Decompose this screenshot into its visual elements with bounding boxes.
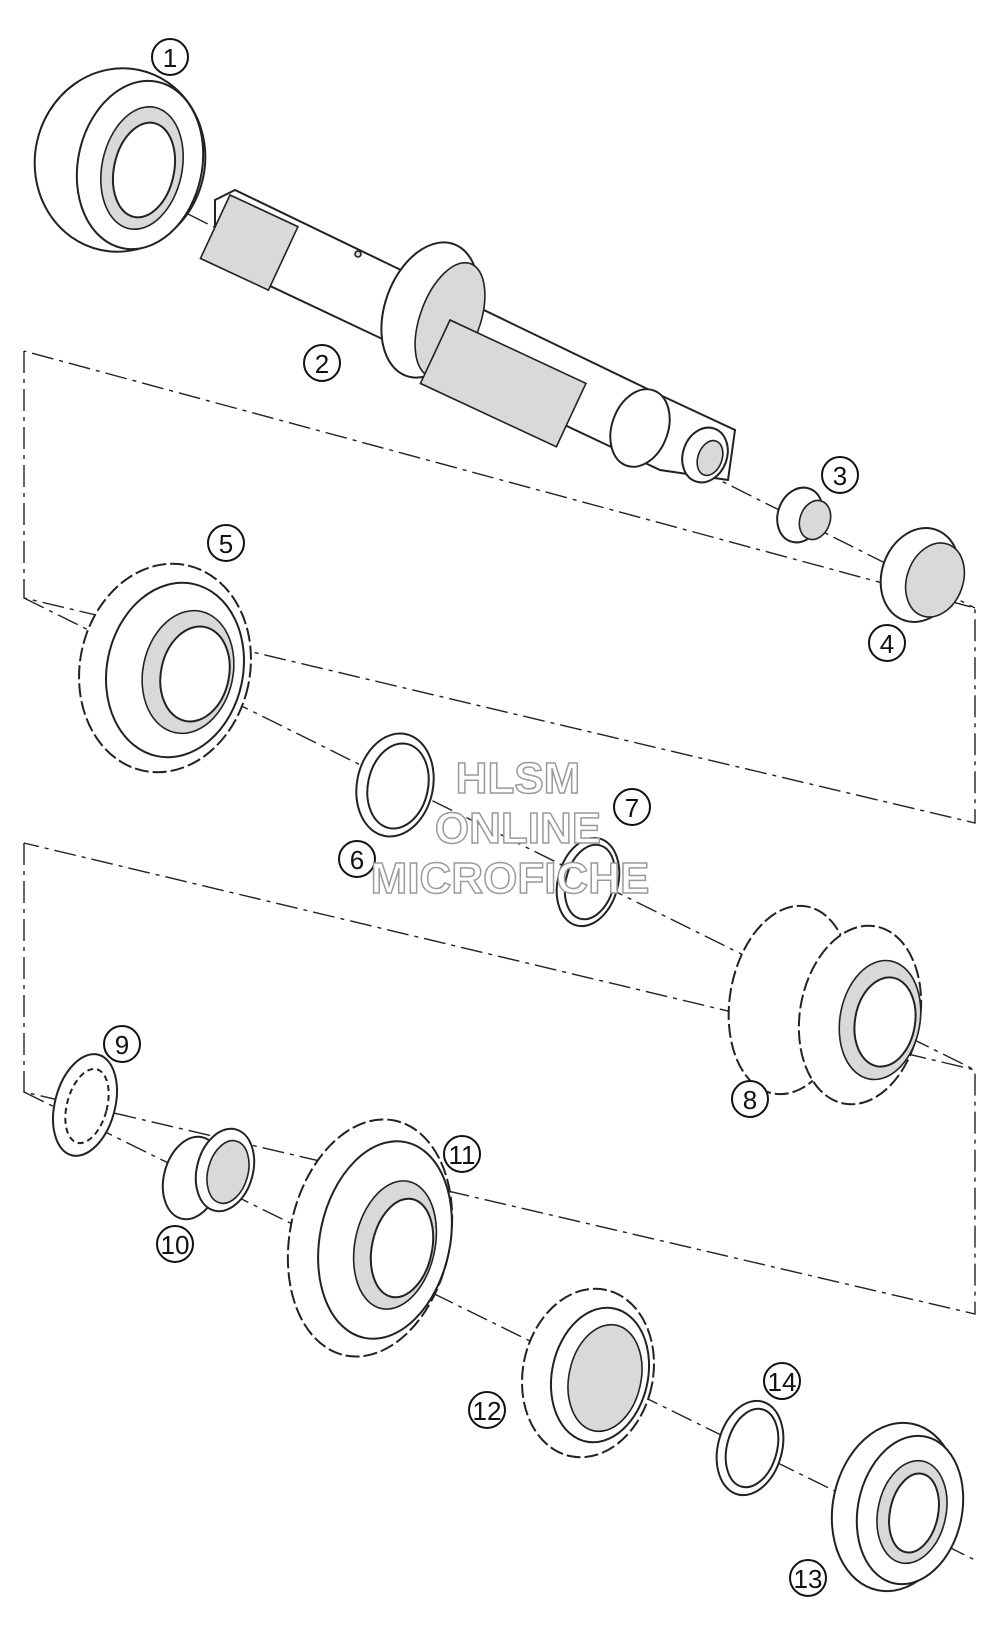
callout-14[interactable]: 14	[763, 1362, 801, 1400]
gear-11[interactable]	[267, 1104, 473, 1372]
callout-label-8: 8	[743, 1085, 757, 1115]
watermark-line-1: HLSM	[456, 754, 581, 803]
watermark-line-3: MICROFICHE	[371, 854, 650, 903]
callout-4[interactable]: 4	[868, 624, 906, 662]
callout-13[interactable]: 13	[789, 1559, 827, 1597]
callout-7[interactable]: 7	[613, 788, 651, 826]
callout-8[interactable]: 8	[731, 1080, 769, 1118]
callout-12[interactable]: 12	[468, 1391, 506, 1429]
watermark-line-2: ONLINE	[435, 804, 601, 853]
main-shaft-2[interactable]	[199, 188, 737, 489]
bushing-4[interactable]	[868, 517, 974, 633]
callout-label-9: 9	[115, 1030, 129, 1060]
lower-assembly-frame	[23, 842, 976, 1315]
washer-6[interactable]	[347, 726, 443, 844]
watermark: HLSM ONLINE MICROFICHE	[370, 753, 650, 904]
callout-label-14: 14	[768, 1367, 797, 1397]
callout-10[interactable]: 10	[156, 1225, 194, 1263]
callout-label-4: 4	[880, 629, 894, 659]
callout-label-6: 6	[350, 845, 364, 875]
callout-1[interactable]: 1	[151, 38, 189, 76]
callout-label-10: 10	[161, 1230, 190, 1260]
callout-2[interactable]: 2	[303, 344, 341, 382]
bushing-3[interactable]	[770, 481, 836, 549]
gear-8[interactable]	[714, 896, 934, 1114]
gear-5[interactable]	[60, 548, 270, 789]
callout-9[interactable]: 9	[103, 1025, 141, 1063]
lower-gear-axis	[23, 1091, 976, 1561]
callout-6[interactable]: 6	[338, 840, 376, 878]
callout-label-2: 2	[315, 349, 329, 379]
callout-label-1: 1	[163, 43, 177, 73]
callout-label-5: 5	[219, 529, 233, 559]
upper-assembly-frame	[23, 350, 976, 824]
lock-washer-9[interactable]	[43, 1047, 128, 1163]
gear-12[interactable]	[507, 1276, 670, 1469]
callout-3[interactable]: 3	[821, 456, 859, 494]
bearing-1[interactable]	[18, 52, 223, 267]
circlip-7[interactable]	[547, 831, 628, 933]
callout-label-7: 7	[625, 793, 639, 823]
callout-label-11: 11	[449, 1140, 476, 1170]
callout-11[interactable]: 11	[443, 1135, 481, 1173]
callout-label-12: 12	[473, 1396, 502, 1426]
bearing-13[interactable]	[817, 1411, 977, 1603]
callout-label-3: 3	[833, 461, 847, 491]
bushing-10[interactable]	[154, 1122, 263, 1226]
washer-14[interactable]	[707, 1393, 794, 1502]
callout-label-13: 13	[794, 1564, 823, 1594]
callout-5[interactable]: 5	[207, 524, 245, 562]
